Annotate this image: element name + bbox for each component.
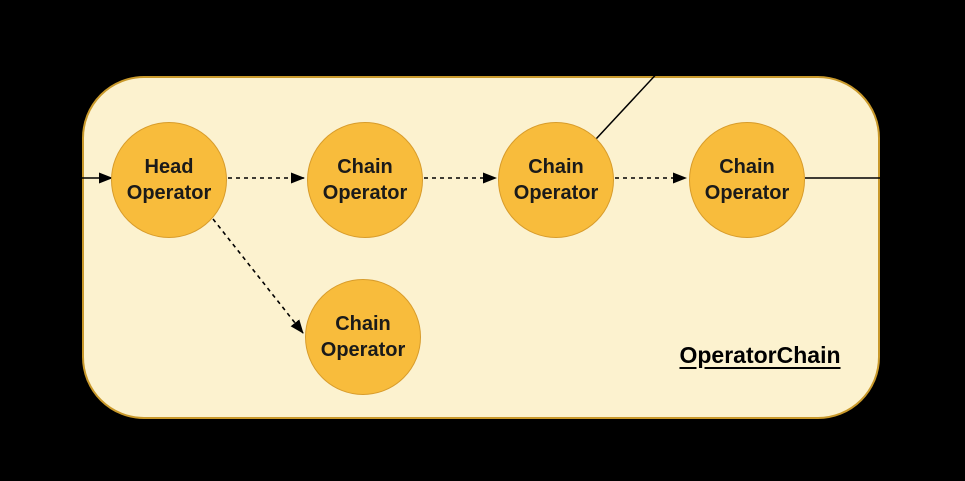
- node-head-operator: Head Operator: [111, 122, 227, 238]
- node-chain-operator-2: Chain Operator: [498, 122, 614, 238]
- node-chain-operator-3: Chain Operator: [689, 122, 805, 238]
- node-chain-operator-1: Chain Operator: [307, 122, 423, 238]
- node-chain-operator-2-label: Chain Operator: [513, 156, 599, 204]
- node-chain-operator-4: Chain Operator: [305, 279, 421, 395]
- node-chain-operator-3-label: Chain Operator: [704, 156, 790, 204]
- operator-chain-title: OperatorChain: [679, 342, 841, 368]
- node-chain-operator-1-label: Chain Operator: [322, 156, 408, 204]
- node-head-operator-label: Head Operator: [126, 156, 212, 204]
- node-chain-operator-4-label: Chain Operator: [320, 313, 406, 361]
